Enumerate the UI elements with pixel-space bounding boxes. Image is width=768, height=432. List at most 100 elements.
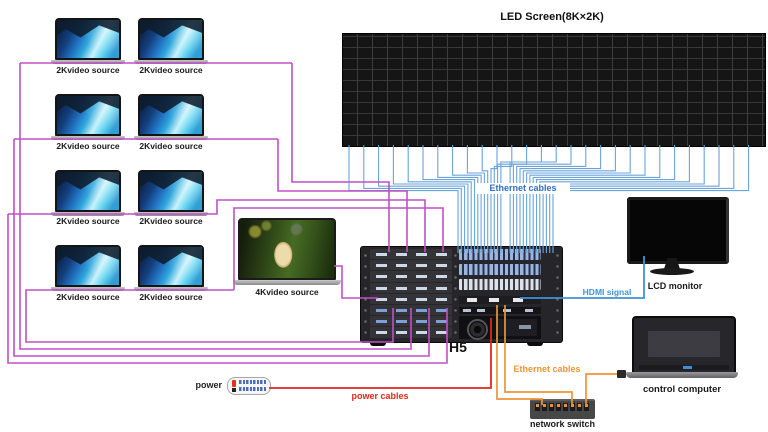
control-computer-label: control computer bbox=[642, 384, 722, 395]
laptop-2k-5 bbox=[51, 170, 125, 216]
ethernet-cable bbox=[509, 145, 557, 253]
h5-screw-column bbox=[555, 250, 560, 339]
led-screen-panel bbox=[342, 33, 766, 147]
laptop-screen bbox=[138, 18, 204, 60]
network-switch bbox=[530, 399, 595, 419]
control-computer-screen bbox=[632, 316, 736, 376]
label-2k-source-5: 2Kvideo source bbox=[56, 216, 120, 226]
power-cables-label: power cables bbox=[351, 391, 409, 401]
laptop-screen bbox=[138, 170, 204, 212]
h5-card-slot bbox=[370, 304, 452, 316]
label-2k-source-4: 2Kvideo source bbox=[139, 141, 203, 151]
ethernet-cable bbox=[422, 145, 476, 253]
laptop-base bbox=[51, 287, 125, 291]
switch-port bbox=[563, 403, 568, 411]
lcd-monitor-screen bbox=[627, 197, 729, 264]
switch-port bbox=[542, 403, 547, 411]
ethernet-cable bbox=[392, 145, 469, 253]
lcd-monitor-base bbox=[650, 268, 694, 275]
switch-port bbox=[549, 403, 554, 411]
control-computer-base bbox=[626, 372, 738, 378]
h5-rj45-bank bbox=[459, 249, 541, 260]
laptop-screen bbox=[238, 218, 336, 280]
ethernet-cable bbox=[348, 145, 459, 253]
laptop-screen bbox=[55, 170, 121, 212]
laptop-base bbox=[134, 287, 208, 291]
laptop-screen bbox=[138, 94, 204, 136]
power-outlet bbox=[253, 380, 259, 391]
laptop-base bbox=[51, 136, 125, 140]
ethernet-cable bbox=[526, 145, 631, 253]
laptop-screen bbox=[55, 245, 121, 287]
ethernet-cable bbox=[500, 145, 542, 253]
laptop-screen bbox=[55, 18, 121, 60]
hdmi-signal-label: HDMI signal bbox=[582, 287, 632, 297]
switch-port bbox=[584, 403, 589, 411]
ethernet-cable bbox=[407, 145, 472, 253]
laptop-4k bbox=[233, 218, 341, 285]
h5-ethernet-banks bbox=[459, 249, 541, 294]
h5-card-slot bbox=[370, 249, 452, 260]
ethernet-cables-top-label: Ethernet cables bbox=[476, 183, 570, 194]
h5-screw-column bbox=[363, 250, 368, 339]
h5-output-ports bbox=[459, 296, 541, 304]
h5-screw-column bbox=[453, 250, 458, 339]
label-2k-source-1: 2Kvideo source bbox=[56, 65, 120, 75]
ethernet-cable bbox=[516, 145, 587, 253]
label-2k-source-8: 2Kvideo source bbox=[139, 292, 203, 302]
power-outlet bbox=[260, 380, 266, 391]
switch-port bbox=[570, 403, 575, 411]
power-switch-icon bbox=[232, 380, 236, 387]
power-label: power bbox=[195, 380, 222, 390]
laptop-2k-6 bbox=[134, 170, 208, 216]
lcd-monitor-label: LCD monitor bbox=[647, 281, 703, 291]
taskbar-item bbox=[683, 366, 692, 369]
power-outlet bbox=[246, 380, 252, 391]
h5-processor bbox=[360, 246, 563, 343]
led-screen-title: LED Screen(8K×2K) bbox=[500, 11, 604, 23]
ethernet-cable bbox=[497, 145, 528, 253]
laptop-base bbox=[51, 60, 125, 64]
label-2k-source-6: 2Kvideo source bbox=[139, 216, 203, 226]
label-2k-source-2: 2Kvideo source bbox=[139, 65, 203, 75]
power-plug-icon bbox=[232, 388, 236, 392]
h5-control-ports bbox=[459, 307, 541, 314]
laptop-base bbox=[233, 280, 341, 285]
h5-card-slot bbox=[370, 316, 452, 327]
laptop-base bbox=[134, 136, 208, 140]
laptop-base bbox=[134, 60, 208, 64]
switch-port bbox=[535, 403, 540, 411]
laptop-2k-2 bbox=[134, 18, 208, 64]
h5-card-slot bbox=[370, 271, 452, 282]
ethernet-plug bbox=[617, 370, 626, 378]
ethernet-cable bbox=[452, 145, 482, 253]
ethernet-cable bbox=[522, 145, 616, 253]
ethernet-cable bbox=[519, 145, 602, 253]
laptop-screen bbox=[138, 245, 204, 287]
laptop-2k-3 bbox=[51, 94, 125, 140]
ethernet-cable bbox=[512, 145, 572, 253]
h5-card-slot bbox=[370, 282, 452, 293]
power-strip bbox=[227, 377, 271, 395]
h5-card-slot bbox=[370, 327, 452, 338]
laptop-2k-8 bbox=[134, 245, 208, 291]
ethernet-cable bbox=[493, 145, 513, 253]
ethernet-cable bbox=[437, 145, 479, 253]
ethernet-cable bbox=[378, 145, 466, 253]
h5-card-slot bbox=[370, 260, 452, 271]
ethernet-cable bbox=[363, 145, 462, 253]
switch-port bbox=[577, 403, 582, 411]
h5-input-card-slots bbox=[370, 249, 452, 339]
laptop-screen bbox=[55, 94, 121, 136]
taskbar bbox=[639, 365, 729, 370]
label-2k-source-3: 2Kvideo source bbox=[56, 141, 120, 151]
network-switch-label: network switch bbox=[529, 419, 595, 429]
ethernet-cable bbox=[490, 145, 498, 253]
laptop-2k-4 bbox=[134, 94, 208, 140]
power-outlet bbox=[239, 380, 245, 391]
label-4k-source: 4Kvideo source bbox=[255, 287, 319, 297]
h5-rj45-bank bbox=[459, 264, 541, 275]
fan-icon bbox=[467, 319, 488, 340]
laptop-2k-7 bbox=[51, 245, 125, 291]
